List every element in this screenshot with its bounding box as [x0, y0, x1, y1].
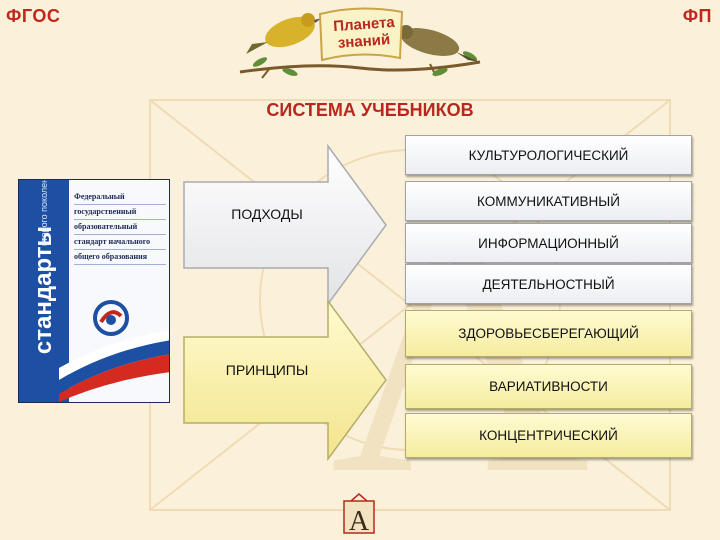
book-cover-line: Федеральный [74, 190, 166, 205]
birds-banner-logo-icon [239, 7, 481, 79]
svg-text:A: A [349, 506, 370, 535]
book-spine-band [19, 180, 69, 402]
principle-item: ЗДОРОВЬЕСБЕРЕГАЮЩИЙ [405, 310, 692, 357]
principle-item: КОНЦЕНТРИЧЕСКИЙ [405, 413, 692, 458]
approach-item: ДЕЯТЕЛЬНОСТНЫЙ [405, 264, 692, 304]
book-cover-line: образовательный [74, 220, 166, 235]
principles-label: ПРИНЦИПЫ [225, 362, 309, 378]
book-cover-line: общего образования [74, 250, 166, 265]
approaches-label: ПОДХОДЫ [231, 206, 303, 222]
approaches-arrow-icon [183, 144, 387, 306]
book-cover-lines: Федеральный государственный образователь… [74, 190, 166, 265]
page-title: СИСТЕМА УЧЕБНИКОВ [266, 100, 474, 120]
book-spine-subtitle: второго поколения [39, 179, 49, 247]
flag-stripes-decoration [59, 330, 169, 402]
book-cover-line: государственный [74, 205, 166, 220]
fp-label: ФП [682, 6, 712, 26]
principles-arrow-icon [183, 299, 387, 461]
fgos-label: ФГОС [6, 6, 61, 26]
book-logo-icon [93, 300, 129, 336]
book-cover-line: стандарт начального [74, 235, 166, 250]
approach-item: КОММУНИКАТИВНЫЙ [405, 181, 692, 221]
approach-item: ИНФОРМАЦИОННЫЙ [405, 223, 692, 263]
principle-item: ВАРИАТИВНОСТИ [405, 364, 692, 409]
standards-book-cover: стандарты второго поколения Федеральный … [18, 179, 170, 403]
approach-item: КУЛЬТУРОЛОГИЧЕСКИЙ [405, 135, 692, 175]
letter-a-emblem-icon: A [343, 493, 375, 535]
